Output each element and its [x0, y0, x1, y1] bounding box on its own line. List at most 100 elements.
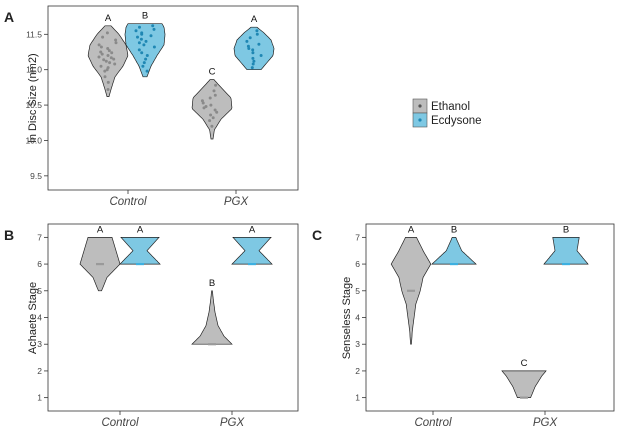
- data-point: [102, 58, 106, 62]
- x-tick-label: PGX: [224, 196, 250, 208]
- legend: Ethanol Ecdysone: [412, 98, 482, 128]
- data-point: [105, 31, 109, 35]
- data-point: [114, 38, 118, 42]
- legend-label-ethanol: Ethanol: [431, 101, 470, 113]
- panel-c-y-axis-label: Senseless Stage: [341, 277, 353, 360]
- y-tick-label: 5: [355, 286, 360, 296]
- panel-label-b: B: [4, 227, 14, 243]
- data-point: [145, 54, 149, 57]
- data-point: [213, 93, 217, 97]
- data-point: [255, 29, 259, 33]
- x-tick-label: Control: [414, 417, 452, 429]
- y-tick-label: 11.5: [26, 29, 42, 39]
- significance-letter: A: [408, 224, 415, 235]
- panel-c-x-ticks: Control PGX: [414, 411, 558, 429]
- data-point: [255, 32, 259, 36]
- data-point: [152, 45, 156, 49]
- y-tick-label: 4: [355, 313, 360, 323]
- y-tick-label: 10.5: [25, 100, 42, 110]
- panel-label-c: C: [312, 227, 322, 243]
- y-tick-label: 6: [355, 259, 360, 269]
- data-point: [208, 96, 212, 100]
- data-point: [259, 54, 263, 57]
- y-tick-label: 3: [37, 339, 42, 349]
- data-point: [209, 103, 213, 107]
- x-tick-label: PGX: [533, 417, 559, 429]
- data-point: [200, 99, 204, 103]
- data-point: [99, 50, 103, 54]
- significance-letter: C: [521, 358, 528, 369]
- data-point: [151, 24, 155, 28]
- data-point: [209, 113, 213, 117]
- panel-label-a: A: [4, 9, 14, 25]
- data-point: [140, 31, 144, 35]
- data-point: [212, 89, 216, 93]
- y-tick-label: 4: [37, 313, 42, 323]
- data-point: [106, 54, 110, 57]
- data-point: [144, 57, 148, 61]
- data-point: [140, 51, 144, 55]
- data-point: [139, 37, 143, 41]
- significance-letter: B: [451, 224, 457, 235]
- data-point: [142, 43, 146, 47]
- y-tick-label: 9.5: [30, 171, 42, 181]
- legend-label-ecdysone: Ecdysone: [431, 115, 482, 127]
- panel-a: A ln Disc Size (nm2) 9.510.010.511.011.5…: [4, 5, 482, 208]
- data-point: [106, 88, 110, 91]
- violin-pgx-ecdysone: [231, 237, 273, 265]
- data-point: [213, 108, 217, 112]
- data-point: [97, 55, 101, 59]
- data-point: [144, 39, 148, 43]
- data-point: [99, 64, 103, 68]
- data-point: [106, 66, 110, 70]
- data-point: [101, 35, 105, 39]
- data-point: [113, 62, 117, 66]
- y-tick-label: 5: [37, 286, 42, 296]
- data-point: [99, 45, 103, 49]
- significance-letter: B: [563, 224, 569, 235]
- data-point: [208, 119, 212, 123]
- data-point: [251, 48, 255, 52]
- data-point: [251, 56, 255, 60]
- violin-pgx-ecdysone: [543, 237, 589, 265]
- x-tick-label: Control: [109, 196, 147, 208]
- data-point: [245, 39, 249, 43]
- data-point: [137, 41, 141, 45]
- violin-pgx-ethanol: [191, 290, 233, 345]
- data-point: [134, 29, 138, 33]
- x-tick-label: Control: [101, 417, 139, 429]
- data-point: [109, 56, 113, 60]
- data-point: [114, 41, 118, 45]
- violin-pgx-ethanol: [501, 370, 547, 398]
- violin-control-ecdysone: [431, 237, 477, 265]
- panel-b-y-axis-label: Achaete Stage: [27, 282, 39, 354]
- y-tick-label: 1: [355, 393, 360, 403]
- data-point: [110, 51, 114, 55]
- data-point: [214, 83, 218, 87]
- data-point: [145, 69, 149, 73]
- data-point: [252, 59, 256, 63]
- y-tick-label: 10.0: [25, 135, 42, 145]
- violin-pgx-ethanol: [191, 79, 233, 140]
- significance-letter: A: [97, 224, 104, 235]
- violin-control-ethanol: [87, 25, 129, 97]
- data-point: [137, 48, 141, 52]
- significance-letter: A: [137, 224, 144, 235]
- data-point: [107, 49, 111, 53]
- significance-letter: B: [142, 11, 148, 22]
- panel-a-x-ticks: Control PGX: [109, 190, 249, 208]
- data-point: [215, 110, 219, 114]
- data-point: [251, 62, 255, 66]
- data-point: [251, 51, 255, 55]
- y-tick-label: 7: [355, 232, 360, 242]
- y-tick-label: 11.0: [26, 65, 42, 75]
- data-point: [100, 52, 104, 56]
- data-point: [211, 116, 215, 120]
- data-point: [103, 75, 107, 79]
- data-point: [141, 64, 145, 68]
